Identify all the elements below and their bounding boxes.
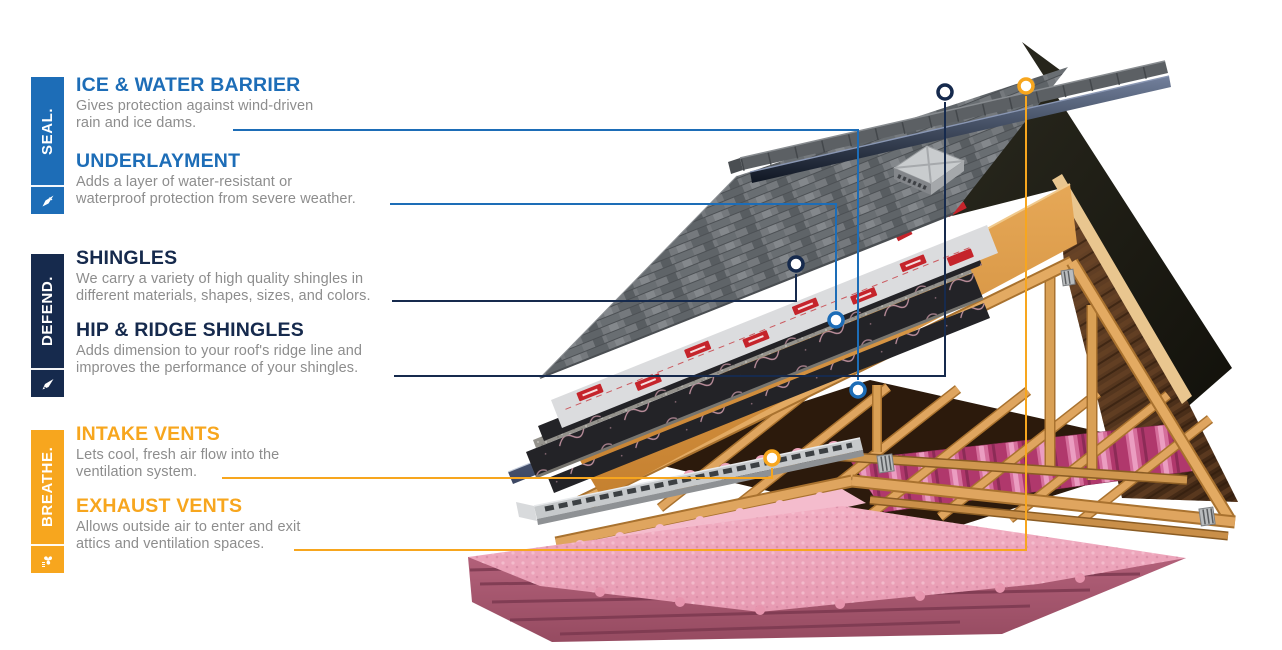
box-vent — [892, 145, 966, 195]
ridge-cap — [728, 60, 1168, 174]
callout-dot-shingles — [787, 255, 805, 273]
callout-dot-hip-ridge-shingles — [936, 83, 954, 101]
tab-defend: DEFEND. — [31, 254, 64, 397]
callout-dot-underlayment — [827, 311, 845, 329]
callout-line-underlayment — [390, 203, 837, 310]
callout-dot-ice-water-barrier — [849, 381, 867, 399]
callout-dot-intake-vents — [763, 449, 781, 467]
intake-vents-title: INTAKE VENTS — [76, 423, 220, 445]
callout-line-hip-ridge-shingles — [394, 102, 946, 377]
callouts — [222, 77, 1035, 551]
tab-breathe: BREATHE. — [31, 430, 64, 573]
callout-text-underlayment: UNDERLAYMENT Adds a layer of water-resis… — [76, 151, 416, 208]
tab-seal-label: SEAL. — [39, 107, 56, 155]
gable-studs — [872, 275, 1098, 480]
felt-layer-3 — [548, 303, 990, 493]
callout-line-ice-water-barrier — [233, 129, 859, 380]
ridge-vent — [749, 75, 1171, 183]
callout-text-exhaust-vents: EXHAUST VENTS Allows outside air to ente… — [76, 496, 416, 553]
gable-sheathing — [1052, 174, 1238, 502]
callout-text-hip-ridge: HIP & RIDGE SHINGLES Adds dimension to y… — [76, 320, 416, 377]
caulk-gun-icon — [31, 185, 64, 214]
callout-dot-exhaust-vents — [1017, 77, 1035, 95]
ice-water-barrier-title: ICE & WATER BARRIER — [76, 74, 301, 96]
hip-ridge-title: HIP & RIDGE SHINGLES — [76, 319, 304, 341]
metal-clips — [876, 268, 1216, 527]
callout-line-shingles — [392, 274, 797, 302]
underlayment-title: UNDERLAYMENT — [76, 150, 241, 172]
callout-text-ice-water-barrier: ICE & WATER BARRIER Gives protection aga… — [76, 75, 416, 132]
attic-insulation — [468, 489, 1186, 642]
callout-text-intake-vents: INTAKE VENTS Lets cool, fresh air flow i… — [76, 424, 416, 481]
hip-ridge-description: Adds dimension to your roof's ridge line… — [76, 343, 363, 376]
fan-icon — [31, 544, 64, 573]
layer-fan — [507, 225, 998, 493]
underlayment-layer — [551, 225, 998, 428]
tab-seal: SEAL. — [31, 77, 64, 214]
sheathing-edge — [1052, 174, 1192, 404]
brush-icon — [31, 368, 64, 397]
callout-line-exhaust-vents — [294, 96, 1027, 551]
exhaust-vents-title: EXHAUST VENTS — [76, 495, 243, 517]
shingles-title: SHINGLES — [76, 247, 178, 269]
callout-line-intake-vents — [222, 468, 773, 479]
tab-breathe-label: BREATHE. — [39, 446, 56, 528]
callout-text-shingles: SHINGLES We carry a variety of high qual… — [76, 248, 416, 305]
eave-fascia — [554, 474, 1236, 550]
shingles-description: We carry a variety of high quality shing… — [76, 271, 371, 304]
tab-defend-label: DEFEND. — [39, 275, 56, 347]
